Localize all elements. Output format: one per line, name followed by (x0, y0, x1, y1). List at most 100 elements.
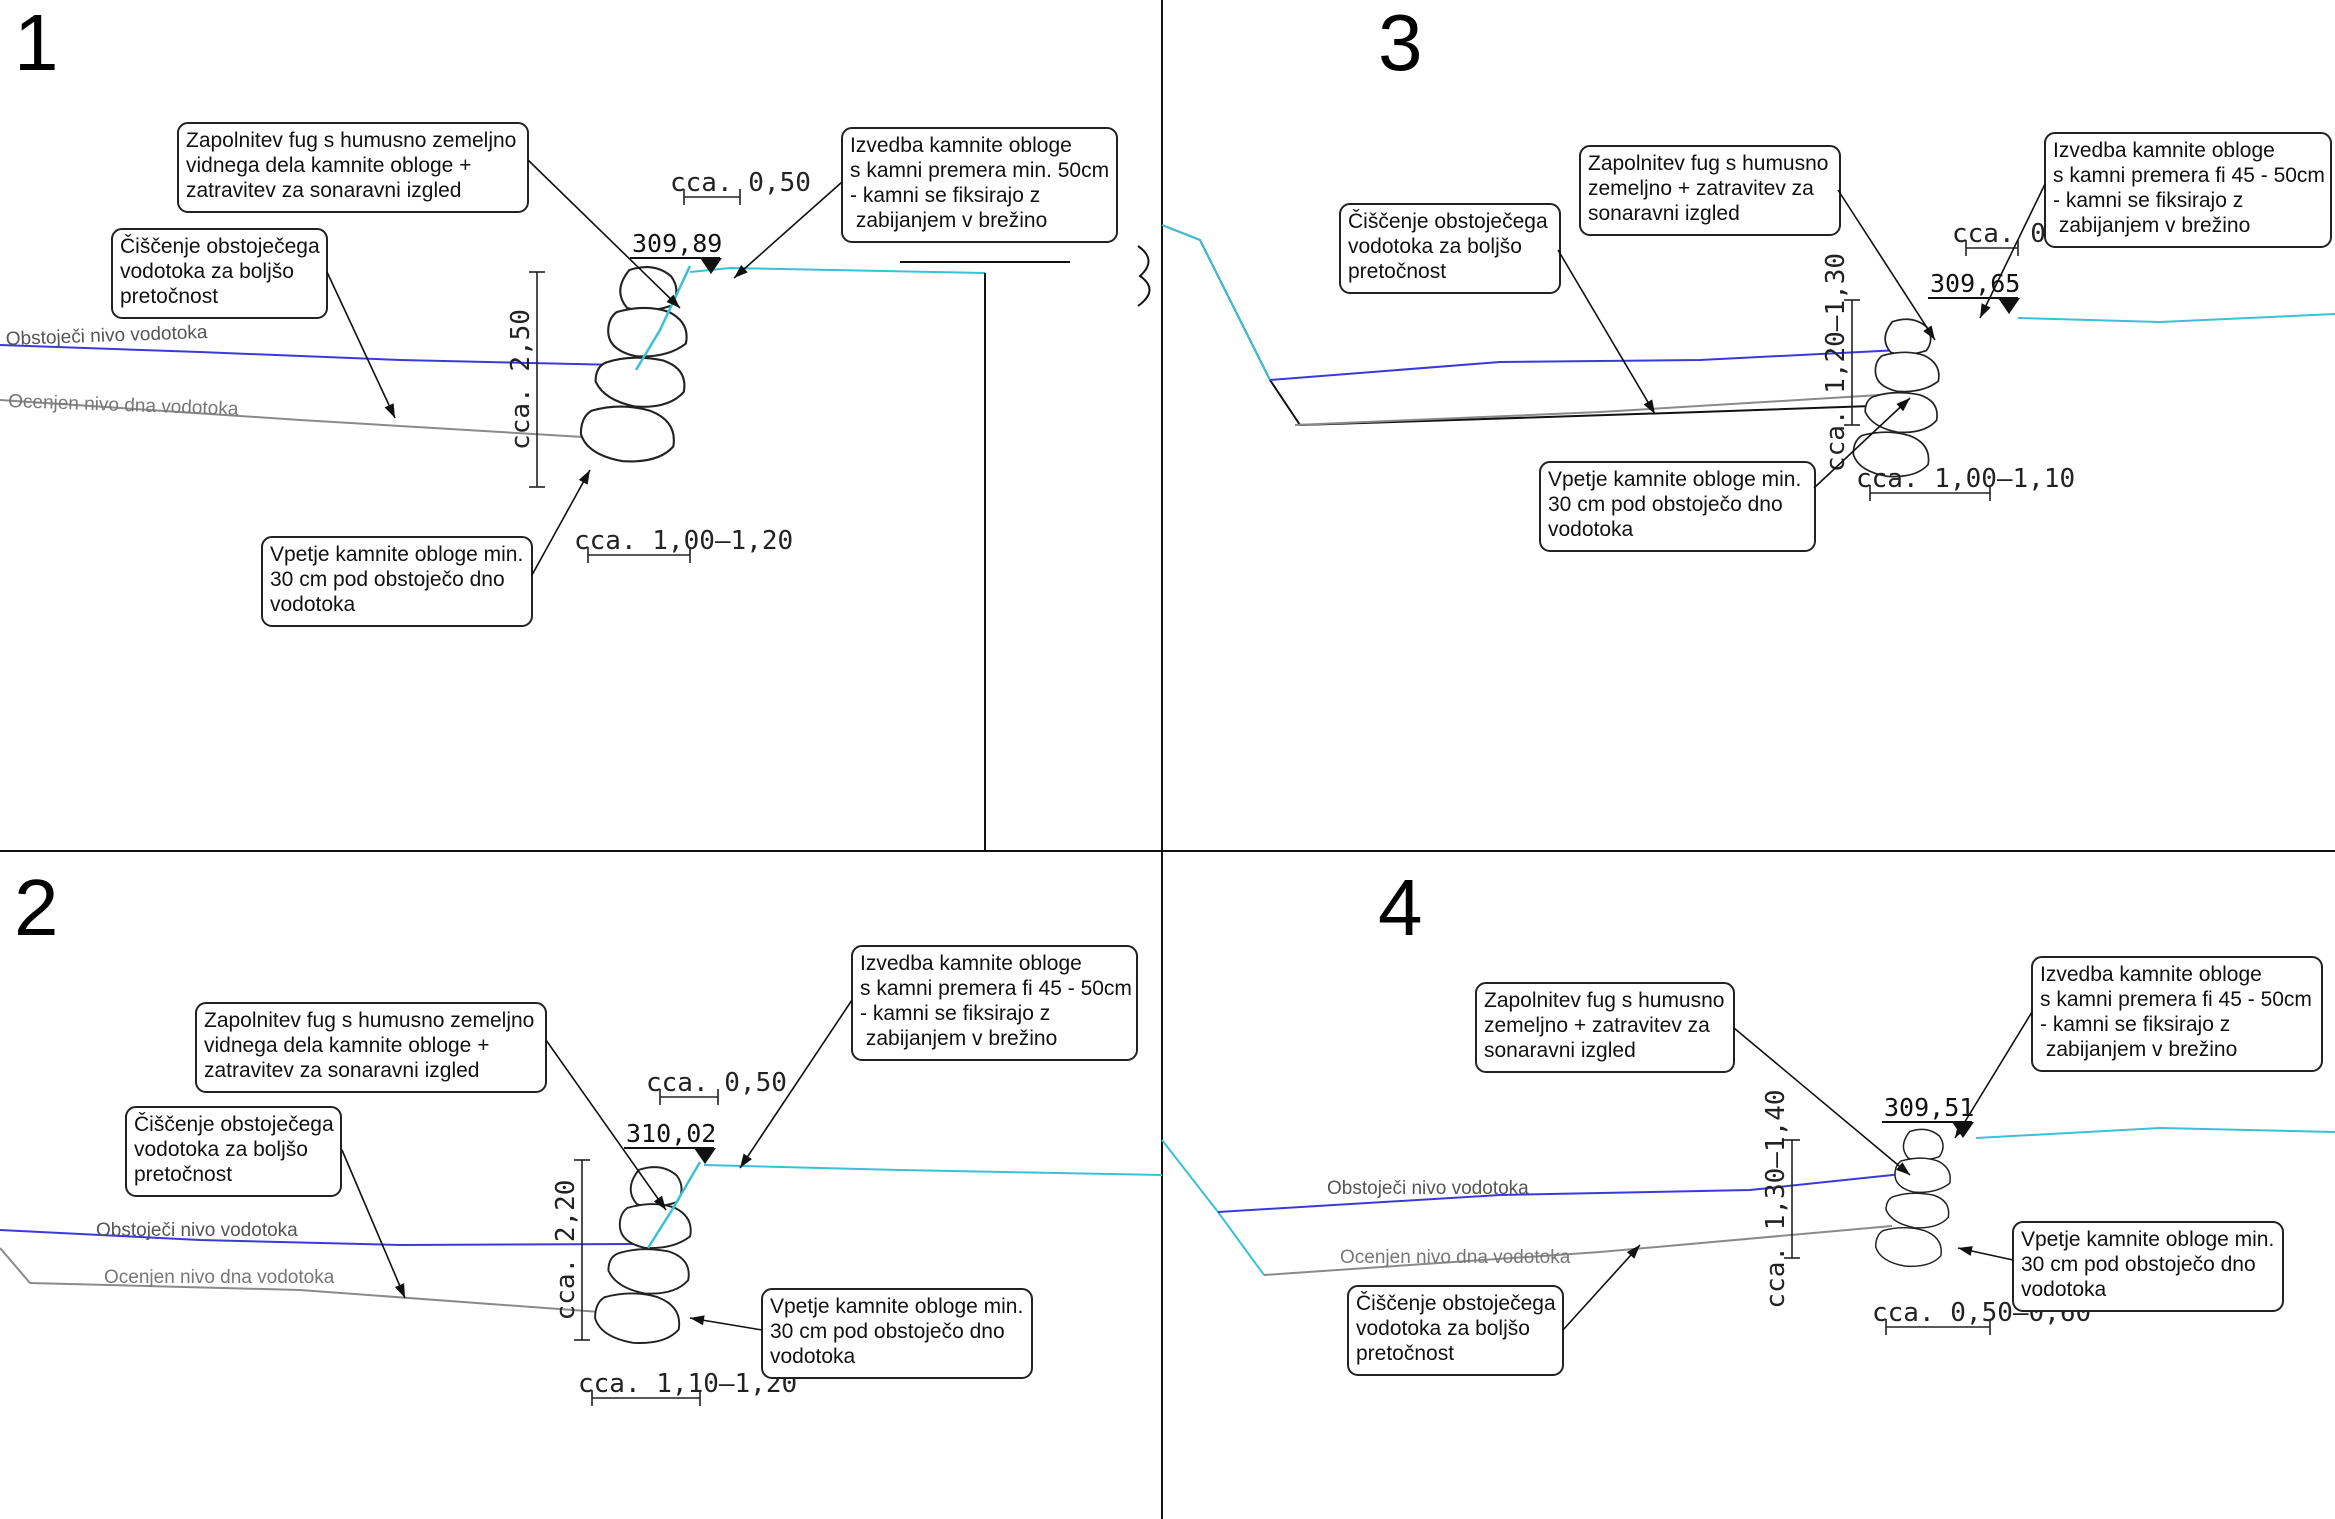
stone-lining-stone-1 (1884, 318, 1932, 356)
leader-stone-lining (733, 181, 843, 279)
leader-anchoring (1813, 397, 1911, 489)
dim-base-width-text: cca. 1,00–1,10 (1856, 464, 2075, 494)
leader-joint-fill (1733, 1027, 1911, 1176)
stone-lining-stone-3 (607, 1248, 690, 1295)
bank-face (634, 265, 692, 371)
leader-channel-cleaning-head (394, 1283, 405, 1298)
leader-channel-cleaning-head (1626, 1245, 1640, 1259)
bank-left (1161, 224, 1271, 381)
callout-joint-fill-box (1475, 982, 1735, 1073)
elevation-marker-triangle (700, 258, 722, 274)
leader-channel-cleaning (326, 271, 396, 419)
leader-joint-fill (527, 159, 681, 309)
bank-line (1975, 1126, 2335, 1139)
leader-stone-lining (739, 999, 853, 1169)
dim-crest-width-text: cca. 0,50 (646, 1068, 787, 1098)
panel-number: 1 (14, 0, 59, 87)
leader-stone-lining-head (1955, 1123, 1967, 1138)
stone-lining-stone-2 (1874, 351, 1940, 393)
bed-level-label: Ocenjen nivo dna vodotoka (8, 391, 239, 420)
leader-stone-lining-head (734, 264, 748, 278)
panel-number: 2 (14, 863, 59, 952)
stone-lining-stone-1 (1902, 1128, 1944, 1161)
elevation-marker-value: 310,02 (626, 1119, 716, 1148)
leader-joint-fill-head (666, 294, 680, 308)
dim-base-width-text: cca. 1,00–1,20 (574, 526, 793, 556)
leader-channel-cleaning (1562, 1244, 1641, 1331)
elevation-marker-triangle (694, 1148, 716, 1164)
elevation-marker-value: 309,51 (1884, 1093, 1974, 1122)
leader-stone-lining (1954, 1011, 2033, 1139)
leader-joint-fill-head (1923, 325, 1935, 340)
water-level-label: Obstoječi nivo vodotoka (5, 322, 208, 350)
leader-anchoring (531, 469, 591, 576)
stone-lining-stone-2 (618, 1203, 692, 1249)
water-level-line (0, 1229, 641, 1247)
callout-joint-fill-box (177, 122, 529, 213)
bank-line (703, 1164, 1163, 1176)
bed-level-line (0, 399, 601, 439)
stone-lining-stone-4 (579, 405, 675, 463)
leader-joint-fill (545, 1039, 667, 1211)
stone-lining (579, 265, 688, 463)
callout-stone-lining-box (2044, 132, 2332, 248)
stone-lining-stone-2 (607, 306, 688, 358)
callout-channel-cleaning-box (1347, 1285, 1564, 1376)
dim-base-width-text: cca. 1,10–1,20 (578, 1369, 797, 1399)
stone-lining-stone-2 (1894, 1157, 1951, 1194)
leader-stone-lining-head (740, 1153, 752, 1168)
stone-lining (1874, 1128, 1951, 1268)
stone-lining (1852, 318, 1940, 478)
water-level-line (1217, 1173, 1903, 1213)
callout-anchoring-box (261, 536, 533, 627)
leader-stone-lining-head (1980, 303, 1991, 318)
stone-lining-stone-3 (1864, 391, 1938, 434)
leader-joint-fill-head (1896, 1162, 1910, 1175)
bank-left (1161, 1139, 1265, 1276)
dim-height-text: cca. 1,30–1,40 (1761, 1089, 1791, 1308)
stone-lining-stone-1 (619, 265, 678, 312)
panel-number: 4 (1378, 863, 1423, 952)
callout-anchoring-box (2012, 1221, 2284, 1312)
bed-level-line (0, 1247, 601, 1313)
callout-anchoring-box (1539, 461, 1816, 552)
callout-stone-lining-box (841, 127, 1118, 243)
leader-anchoring-head (1958, 1246, 1973, 1256)
elevation-marker-value: 309,65 (1930, 269, 2020, 298)
stone-lining-stone-3 (1885, 1192, 1950, 1229)
water-level-line (1269, 349, 1901, 381)
stone-lining-stone-4 (594, 1292, 681, 1344)
leader-channel-cleaning-head (384, 403, 395, 418)
callout-channel-cleaning-box (1339, 203, 1561, 294)
callout-anchoring-text: Vpetje kamnite obloge min.30 cm pod obst… (2021, 1228, 2274, 1301)
leader-channel-cleaning (341, 1149, 406, 1299)
leader-stone-lining (1979, 183, 2046, 319)
bank-line (2017, 313, 2335, 324)
stone-lining (594, 1166, 692, 1344)
dim-height-text: cca. 1,20–1,30 (1821, 253, 1851, 472)
water-level-label: Obstoječi nivo vodotoka (96, 1220, 298, 1241)
leader-joint-fill-head (653, 1195, 666, 1210)
callout-joint-fill-box (195, 1002, 547, 1093)
bed-level-label: Ocenjen nivo dna vodotoka (104, 1267, 335, 1288)
callout-stone-lining-box (2031, 956, 2323, 1072)
leader-anchoring-head (690, 1315, 705, 1326)
callout-anchoring-text: Vpetje kamnite obloge min.30 cm pod obst… (1548, 468, 1801, 541)
water-level-label: Obstoječi nivo vodotoka (1327, 1178, 1529, 1199)
dim-crest-width-text: cca. 0,50 (670, 168, 811, 198)
